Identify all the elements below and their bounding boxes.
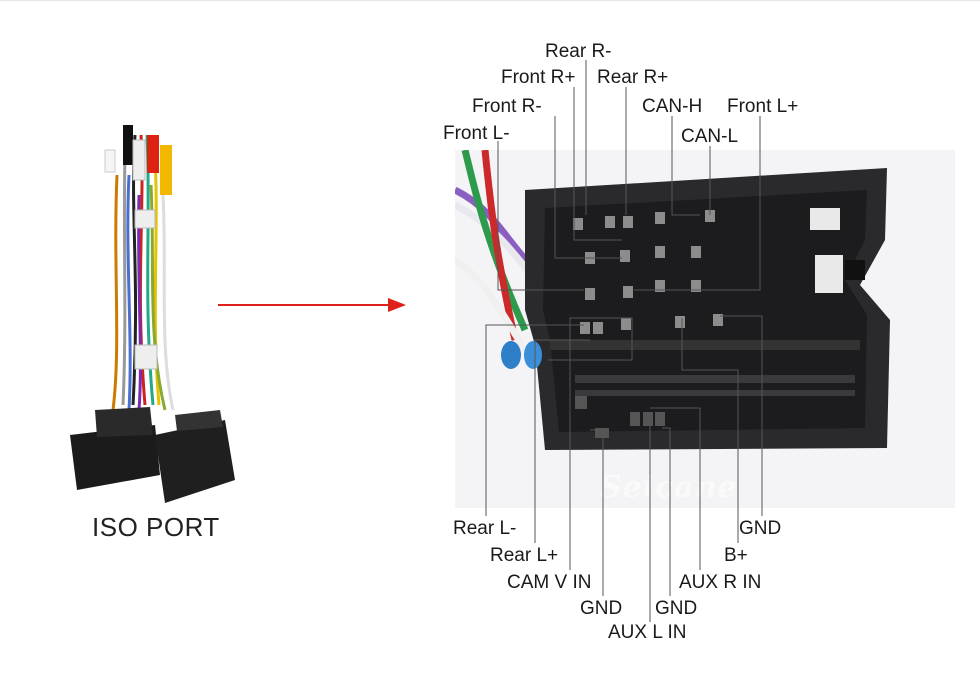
red-arrow-icon [218, 298, 406, 312]
label-front-l-plus: Front L+ [727, 96, 799, 117]
watermark-text: Seicane [600, 470, 738, 505]
label-gnd-mid: GND [655, 598, 698, 619]
label-can-h: CAN-H [642, 96, 703, 117]
top-divider [0, 0, 980, 1]
iso-port-caption: ISO PORT [92, 512, 220, 542]
label-front-r-plus: Front R+ [501, 67, 576, 88]
label-can-l: CAN-L [681, 126, 739, 147]
label-aux-r-in: AUX R IN [679, 572, 762, 593]
iso-harness-image [70, 125, 235, 503]
connector-illustration [455, 150, 890, 450]
label-cam-v-in: CAM V IN [507, 572, 592, 593]
connector-photo [455, 150, 955, 508]
label-rear-l-plus: Rear L+ [490, 545, 559, 566]
label-b-plus: B+ [724, 545, 748, 566]
label-rear-l-minus: Rear L- [453, 518, 517, 539]
label-rear-r-plus: Rear R+ [597, 67, 669, 88]
label-front-l-minus: Front L- [443, 123, 510, 144]
label-gnd-right: GND [739, 518, 782, 539]
label-aux-l-in: AUX L IN [608, 622, 687, 643]
label-gnd-left: GND [580, 598, 623, 619]
label-rear-r-minus: Rear R- [545, 41, 612, 62]
label-front-r-minus: Front R- [472, 96, 542, 117]
